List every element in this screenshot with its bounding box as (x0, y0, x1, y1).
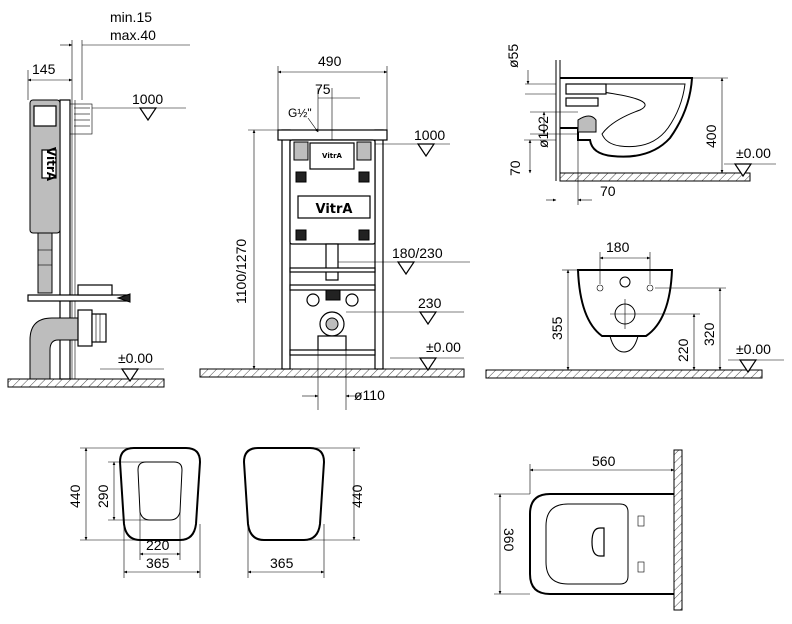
dim-pipe-110: ø110 (354, 387, 385, 403)
dim-355: 355 (549, 316, 565, 340)
front-level-230: 230 (418, 295, 442, 311)
dim-180: 180 (606, 239, 630, 255)
side-logo: VitrA (44, 147, 58, 182)
bowl-plan-view: 560 360 (494, 449, 683, 611)
bolt-right (345, 293, 359, 307)
dim-thread: G½" (288, 106, 312, 120)
front-logo-top: VitrA (322, 152, 342, 160)
seat-dim-290: 290 (95, 484, 111, 508)
floor-hatch (7, 378, 165, 388)
bowl-side-level-zero: ±0.00 (736, 145, 771, 161)
vitra-panel (297, 195, 371, 219)
lid-dim-440: 440 (349, 484, 365, 508)
front-logo-panel: VitrA (316, 202, 353, 217)
level-marker-zero (120, 368, 140, 383)
front-level-1000: 1000 (414, 127, 445, 143)
frame-right-leg (374, 129, 384, 370)
bowl-plan-rim (545, 503, 629, 585)
seat-top-view: 440 290 220 365 (67, 447, 202, 578)
dim-400: 400 (703, 124, 719, 148)
dim-320: 320 (701, 322, 717, 346)
dim-max: max.40 (110, 27, 156, 43)
seat-dim-440: 440 (67, 484, 83, 508)
vitra-logo-tag (41, 149, 57, 179)
bowl-side-floor (559, 172, 751, 182)
support-rod (27, 294, 129, 302)
dim-220: 220 (675, 338, 691, 362)
level-1000: 1000 (132, 91, 163, 107)
lid-outline (242, 447, 326, 541)
dim-min: min.15 (110, 9, 152, 25)
bolt-left (306, 293, 320, 307)
seat-opening (137, 461, 183, 521)
waste-elbow (29, 317, 79, 380)
frame-left-leg (281, 129, 291, 370)
dim-145: 145 (32, 61, 56, 77)
bowl-back-floor (485, 369, 763, 379)
lid-dim-365: 365 (270, 555, 294, 571)
bowl-back-level-zero: ±0.00 (736, 341, 771, 357)
dim-102: ø102 (535, 116, 551, 148)
dim-55: ø55 (505, 44, 521, 68)
frame-upright (59, 99, 71, 380)
plan-dim-360: 360 (501, 528, 517, 552)
front-frame-view: VitrA VitrA 490 75 G½" (199, 53, 470, 410)
level-marker-1000 (138, 107, 158, 122)
front-level-zero: ±0.00 (426, 339, 461, 355)
bowl-outline (560, 77, 694, 158)
front-level-180-230: 180/230 (392, 245, 443, 261)
bowl-plan-outline (529, 493, 674, 595)
seat-dim-365: 365 (146, 555, 170, 571)
flush-pipe (37, 232, 53, 294)
bowl-side-view: ø55 ø102 70 400 70 ±0.00 (505, 44, 776, 205)
lid-top-view: 440 365 (242, 447, 365, 578)
dim-70-horizontal: 70 (600, 183, 616, 199)
dim-70-vertical: 70 (507, 160, 523, 176)
flush-opening (309, 142, 355, 170)
dim-490: 490 (318, 53, 342, 69)
front-floor (199, 368, 465, 378)
dim-75: 75 (315, 81, 331, 97)
level-zero-side: ±0.00 (118, 350, 153, 366)
dim-1100-1270: 1100/1270 (233, 239, 249, 304)
plan-wall (673, 449, 683, 611)
front-flush-pipe (325, 243, 339, 281)
seat-dim-220: 220 (146, 537, 170, 553)
bowl-back-view: 180 355 220 320 ±0.00 (485, 239, 784, 379)
side-frame-view: VitrA min.15 max.40 145 1000 (7, 9, 190, 388)
bowl-back-outline (576, 269, 674, 337)
plan-dim-560: 560 (592, 453, 616, 469)
